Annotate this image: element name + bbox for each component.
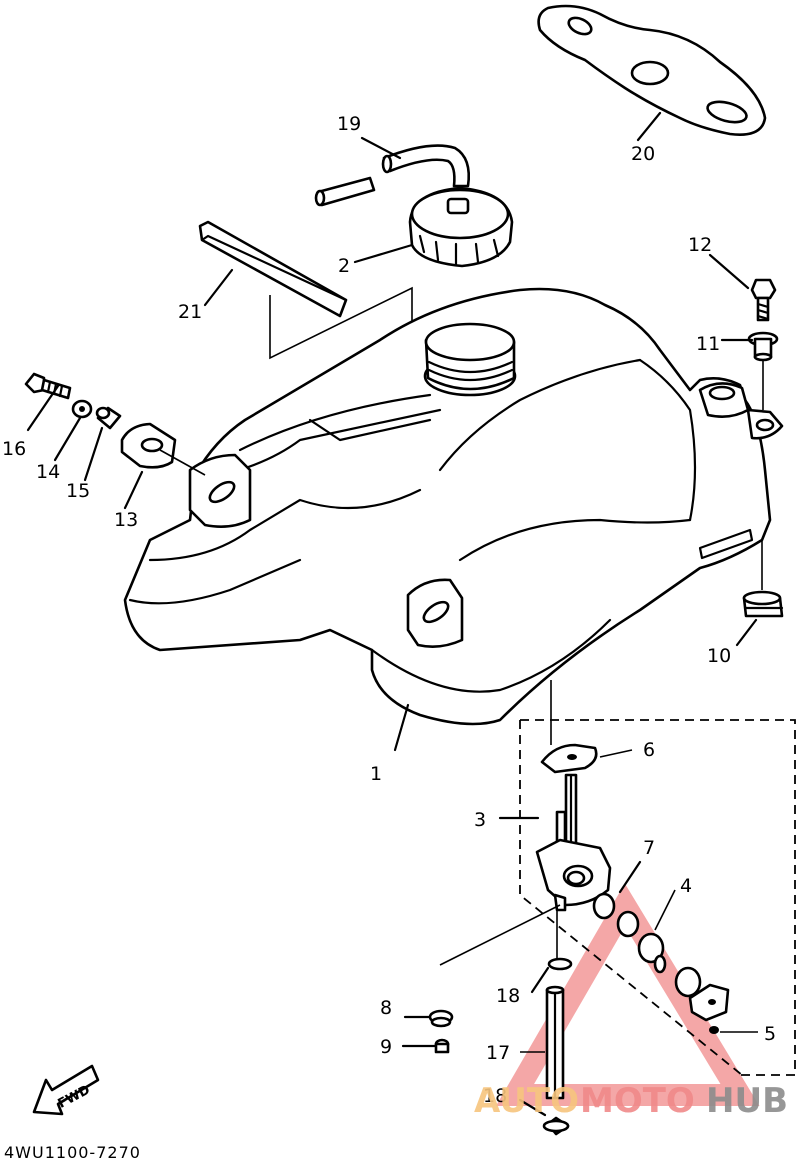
callout-4: 4	[680, 875, 692, 897]
washer-14-part	[71, 399, 93, 419]
gasket-plate-part	[537, 4, 767, 136]
fuel-cap-part	[408, 186, 514, 268]
leader-6	[550, 680, 633, 758]
callout-7: 7	[643, 837, 655, 859]
callout-11: 11	[696, 333, 720, 355]
fuel-cock-assembly-box	[519, 719, 796, 1076]
callout-10: 10	[707, 645, 731, 667]
breather-hose-part	[314, 144, 470, 207]
callout-13: 13	[114, 509, 138, 531]
watermark-triangle	[495, 883, 760, 1106]
callout-3: 3	[474, 809, 486, 831]
callout-19: 19	[337, 113, 361, 135]
callout-20: 20	[631, 143, 655, 165]
callout-18-upper: 18	[496, 985, 520, 1007]
watermark-part-moto: MOTO	[580, 1081, 695, 1121]
leader-8	[439, 904, 561, 966]
oring-4-part	[616, 910, 730, 1022]
watermark-part-auto: AUTO	[474, 1081, 579, 1121]
screw-5-part	[709, 1026, 719, 1034]
callout-1: 1	[370, 763, 382, 785]
callout-5: 5	[764, 1023, 776, 1045]
callout-9: 9	[380, 1036, 392, 1058]
collar-11-part	[747, 331, 779, 362]
callout-12: 12	[688, 234, 712, 256]
callout-16: 16	[2, 438, 26, 460]
callout-6: 6	[643, 739, 655, 761]
screw-9-part	[434, 1038, 450, 1054]
callout-15: 15	[66, 480, 90, 502]
filter-7-part	[592, 892, 616, 920]
callout-17: 17	[486, 1042, 510, 1064]
callout-21: 21	[178, 301, 202, 323]
clip-18a-part	[547, 957, 573, 971]
fwd-arrow-icon: FWD	[32, 1064, 100, 1116]
bolt-12-part	[750, 278, 777, 322]
clip-18b-part	[542, 1116, 570, 1136]
callout-2: 2	[338, 255, 350, 277]
fuel-tank-part	[123, 287, 784, 726]
collar-15-part	[95, 406, 122, 430]
damper-13-part	[120, 422, 177, 469]
callout-labels: 20 19 2 21 12 11 16 14 15 13 10 1 6 3 7 …	[2, 113, 776, 1107]
watermark-part-hub: HUB	[706, 1081, 788, 1121]
pipe-17-part	[545, 985, 565, 1100]
leader-13	[159, 449, 206, 476]
leaders-4-5	[654, 889, 758, 1033]
washer-8-part	[428, 1009, 454, 1028]
callout-leaders	[26, 111, 758, 1117]
callout-8: 8	[380, 997, 392, 1019]
callout-14: 14	[36, 461, 60, 483]
diagram-code: 4WU1100-7270	[4, 1143, 141, 1162]
watermark-text: AUTO MOTO HUB	[474, 1081, 788, 1121]
gasket-6-part	[540, 743, 598, 774]
damper-10-part	[742, 590, 784, 618]
bolt-16-part	[24, 372, 72, 400]
fuel-cock-3-part	[535, 773, 612, 912]
callout-18-lower: 18	[483, 1085, 507, 1107]
